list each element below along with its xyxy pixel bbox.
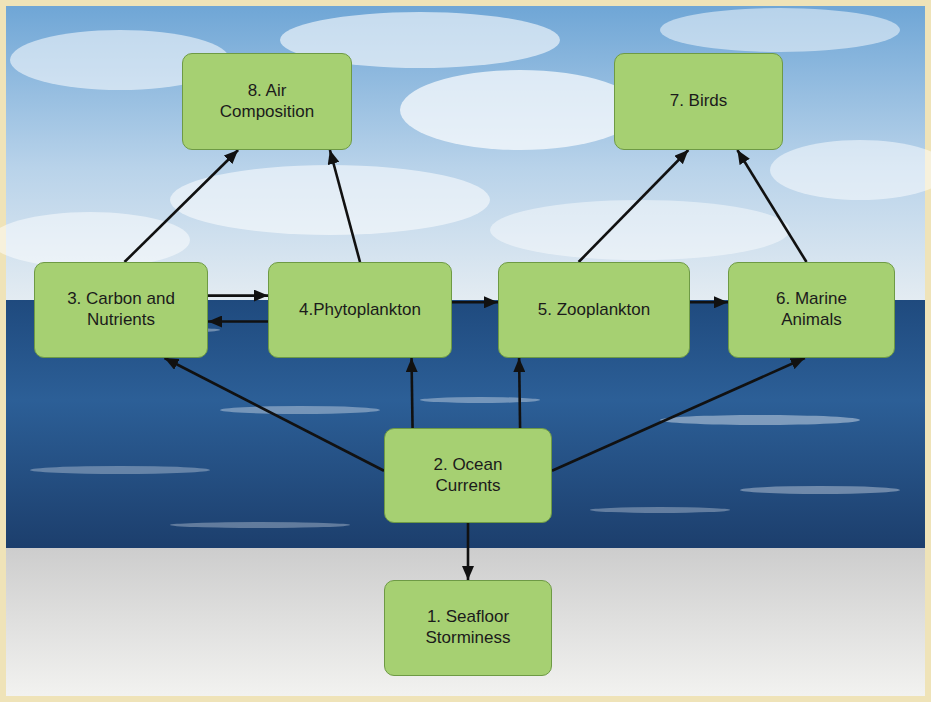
flow-arrow <box>690 301 728 304</box>
flow-arrow <box>330 150 360 262</box>
box-label: 1. Seafloor Storminess <box>407 607 529 648</box>
flow-arrow <box>552 358 805 471</box>
box-label: 5. Zooplankton <box>538 300 650 321</box>
process-box: 6. Marine Animals <box>728 262 895 358</box>
process-box: 8. Air Composition <box>182 53 352 150</box>
flow-arrow <box>518 358 522 428</box>
process-box: 2. Ocean Currents <box>384 428 552 523</box>
flow-arrow <box>124 150 238 262</box>
flow-arrow <box>467 523 470 580</box>
box-label: 6. Marine Animals <box>751 289 872 330</box>
flow-arrow <box>452 301 498 304</box>
flow-arrow <box>579 150 689 262</box>
process-box: 3. Carbon and Nutrients <box>34 262 208 358</box>
flow-arrow <box>165 358 385 471</box>
box-label: 8. Air Composition <box>205 81 329 122</box>
flow-arrow <box>737 150 806 262</box>
seafloor <box>6 548 925 696</box>
flow-arrow <box>208 320 268 323</box>
process-box: 5. Zooplankton <box>498 262 690 358</box>
process-box: 4.Phytoplankton <box>268 262 452 358</box>
box-label: 4.Phytoplankton <box>299 300 421 321</box>
clouds <box>0 8 931 268</box>
box-label: 7. Birds <box>670 91 728 112</box>
box-label: 2. Ocean Currents <box>407 455 529 496</box>
flow-arrow <box>412 358 413 428</box>
process-box: 1. Seafloor Storminess <box>384 580 552 676</box>
process-box: 7. Birds <box>614 53 783 150</box>
flow-arrow <box>208 294 268 297</box>
box-label: 3. Carbon and Nutrients <box>57 289 185 330</box>
